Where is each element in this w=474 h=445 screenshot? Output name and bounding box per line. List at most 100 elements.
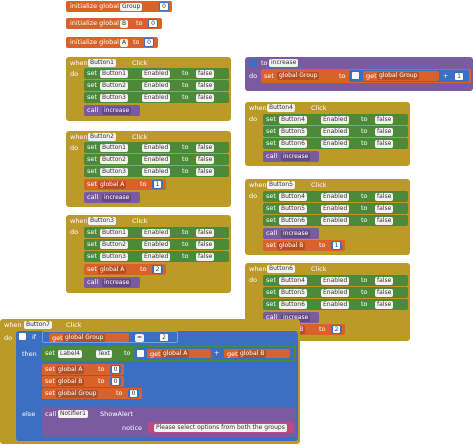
property-dropdown[interactable]: Enabled	[321, 115, 350, 124]
var-dropdown[interactable]: global B	[238, 349, 267, 358]
procedure-dropdown[interactable]: increase	[102, 193, 132, 202]
component-dropdown[interactable]: Button4	[279, 115, 307, 124]
var-name-chip[interactable]: Group	[120, 2, 143, 11]
component-dropdown[interactable]: Button2	[100, 155, 128, 164]
component-dropdown[interactable]: Button6	[279, 216, 307, 225]
property-dropdown[interactable]: Enabled	[142, 69, 171, 78]
bool-dropdown[interactable]: false	[196, 167, 215, 176]
var-dropdown[interactable]: global Group	[63, 333, 106, 342]
bool-dropdown[interactable]: false	[375, 288, 394, 297]
var-dropdown[interactable]: global A	[161, 349, 190, 358]
value-field[interactable]: 2	[152, 265, 163, 274]
set-enabled-row[interactable]: set Button3 Enabled to false	[84, 251, 229, 262]
set-enabled-row[interactable]: set Button4 Enabled to false	[263, 191, 408, 202]
component-dropdown[interactable]: Button4	[279, 192, 307, 201]
set-global-group-block[interactable]: set global Group to get global Group + 1	[261, 69, 471, 83]
bool-dropdown[interactable]: false	[196, 228, 215, 237]
property-dropdown[interactable]: Enabled	[142, 143, 171, 152]
var-dropdown[interactable]: global Group	[56, 389, 99, 398]
set-global-b-block[interactable]: set global B to 0	[42, 376, 124, 387]
component-dropdown[interactable]: Button5	[279, 288, 307, 297]
value-field[interactable]: 0	[144, 38, 154, 47]
property-dropdown[interactable]: Enabled	[321, 288, 350, 297]
mutator-icon[interactable]	[137, 350, 144, 357]
call-increase-block[interactable]: call increase	[84, 105, 140, 116]
set-enabled-row[interactable]: set Button5 Enabled to false	[263, 287, 408, 298]
call-increase-block[interactable]: call increase	[263, 228, 319, 239]
set-enabled-row[interactable]: set Button1 Enabled to false	[84, 68, 229, 79]
procedure-dropdown[interactable]: increase	[102, 278, 132, 287]
procedure-dropdown[interactable]: increase	[281, 229, 311, 238]
bool-dropdown[interactable]: false	[196, 143, 215, 152]
set-global-a-block[interactable]: set global A to 0	[42, 364, 124, 375]
bool-dropdown[interactable]: false	[196, 155, 215, 164]
get-global-group-block[interactable]: get global Group	[363, 71, 439, 81]
component-dropdown[interactable]: Button1	[100, 143, 128, 152]
set-enabled-row[interactable]: set Button2 Enabled to false	[84, 239, 229, 250]
component-dropdown[interactable]: Button1	[88, 58, 116, 67]
property-dropdown[interactable]: Enabled	[321, 204, 350, 213]
set-enabled-row[interactable]: set Button3 Enabled to false	[84, 92, 229, 103]
when-button5-click-block[interactable]: when Button5 Click do set Button4 Enable…	[245, 179, 410, 255]
call-increase-block[interactable]: call increase	[263, 312, 319, 323]
get-global-group-block[interactable]: get global Group	[49, 333, 129, 342]
component-dropdown[interactable]: Button2	[100, 240, 128, 249]
bool-dropdown[interactable]: false	[375, 300, 394, 309]
component-dropdown[interactable]: Button6	[279, 139, 307, 148]
property-dropdown[interactable]: Enabled	[142, 155, 171, 164]
component-dropdown[interactable]: Label4	[58, 349, 83, 358]
compare-block[interactable]: get global Group = 2	[42, 331, 178, 343]
bool-dropdown[interactable]: false	[196, 69, 215, 78]
when-button3-click-block[interactable]: when Button3 Click do set Button1 Enable…	[66, 215, 231, 293]
text-string-block[interactable]: Please select options from both the grou…	[148, 422, 294, 433]
set-enabled-row[interactable]: set Button4 Enabled to false	[263, 275, 408, 286]
procedure-increase-block[interactable]: to increase do set global Group to get g…	[245, 57, 473, 91]
text-value[interactable]: Please select options from both the grou…	[154, 423, 287, 432]
addition-block[interactable]: get global A + get global B	[134, 347, 294, 360]
set-label-text-block[interactable]: set Label4 Text to get global A + get gl…	[42, 346, 296, 361]
property-dropdown[interactable]: Enabled	[321, 139, 350, 148]
var-dropdown[interactable]: global Group	[377, 72, 420, 80]
set-global-group-block[interactable]: set global Group to 0	[42, 388, 142, 399]
property-dropdown[interactable]: Enabled	[142, 81, 171, 90]
set-enabled-row[interactable]: set Button2 Enabled to false	[84, 80, 229, 91]
component-dropdown[interactable]: Button3	[100, 93, 128, 102]
set-enabled-row[interactable]: set Button4 Enabled to false	[263, 114, 408, 125]
set-enabled-row[interactable]: set Button5 Enabled to false	[263, 126, 408, 137]
bool-dropdown[interactable]: false	[196, 252, 215, 261]
property-dropdown[interactable]: Enabled	[142, 240, 171, 249]
call-increase-block[interactable]: call increase	[263, 151, 319, 162]
when-button2-click-block[interactable]: when Button2 Click do set Button1 Enable…	[66, 131, 231, 207]
bool-dropdown[interactable]: false	[375, 192, 394, 201]
set-enabled-row[interactable]: set Button2 Enabled to false	[84, 154, 229, 165]
property-dropdown[interactable]: Enabled	[142, 252, 171, 261]
value-field[interactable]: 0	[128, 389, 139, 398]
var-name-chip[interactable]: A	[120, 38, 129, 47]
init-global-group-block[interactable]: initialize global Group to 0	[66, 1, 216, 12]
property-dropdown[interactable]: Enabled	[321, 216, 350, 225]
bool-dropdown[interactable]: false	[375, 139, 394, 148]
var-dropdown[interactable]: global A	[98, 265, 127, 274]
property-dropdown[interactable]: Text	[96, 349, 113, 358]
when-button7-click-block[interactable]: when Button7 Click do if get global Grou…	[0, 319, 300, 444]
property-dropdown[interactable]: Enabled	[142, 228, 171, 237]
value-field[interactable]: 1	[331, 241, 342, 250]
component-dropdown[interactable]: Button4	[279, 276, 307, 285]
value-field[interactable]: 0	[110, 365, 121, 374]
var-name-chip[interactable]: B	[120, 19, 129, 28]
if-else-block[interactable]: if get global Group = 2 then set Label4 …	[16, 331, 298, 441]
component-dropdown[interactable]: Button2	[100, 81, 128, 90]
value-field[interactable]: 2	[157, 333, 171, 342]
bool-dropdown[interactable]: false	[196, 93, 215, 102]
value-field[interactable]: 2	[331, 325, 342, 334]
set-enabled-row[interactable]: set Button5 Enabled to false	[263, 203, 408, 214]
call-showalert-block[interactable]: call Notifier1 ShowAlert notice Please s…	[42, 407, 296, 437]
set-enabled-row[interactable]: set Button3 Enabled to false	[84, 166, 229, 177]
bool-dropdown[interactable]: false	[375, 127, 394, 136]
set-enabled-row[interactable]: set Button6 Enabled to false	[263, 138, 408, 149]
mutator-icon[interactable]	[19, 333, 26, 340]
component-dropdown[interactable]: Button5	[279, 204, 307, 213]
procedure-dropdown[interactable]: increase	[281, 313, 311, 322]
property-dropdown[interactable]: Enabled	[142, 93, 171, 102]
value-field[interactable]: 1	[152, 180, 163, 189]
